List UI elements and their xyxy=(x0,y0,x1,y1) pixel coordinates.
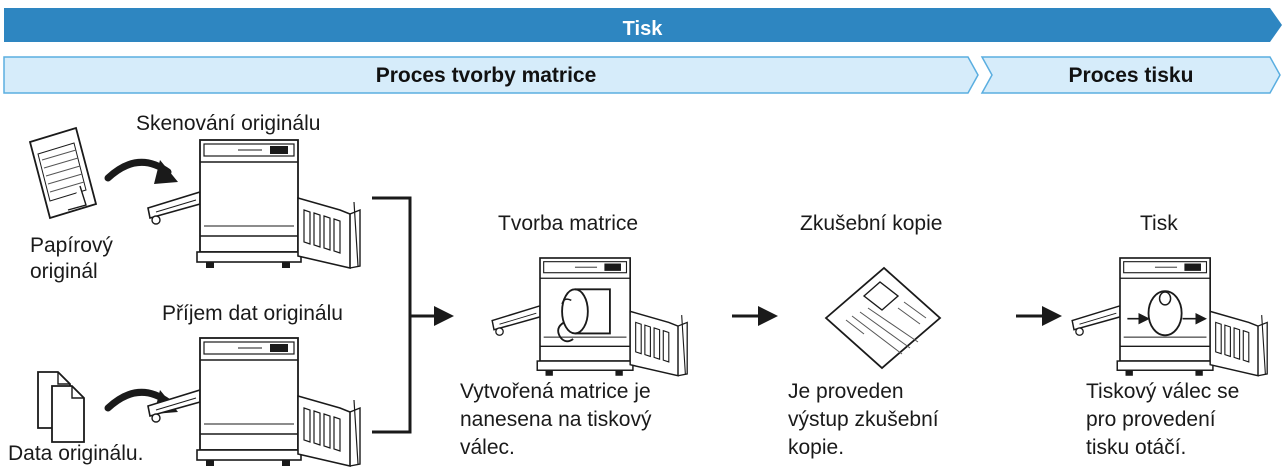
title-banner-shape xyxy=(4,8,1282,42)
scan-original-label: Skenování originálu xyxy=(136,112,321,135)
printer-icon xyxy=(147,337,361,467)
step-desc-printing-line3: tisku otáčí. xyxy=(1086,436,1187,459)
merge-bracket xyxy=(372,196,454,434)
step-desc-plate-making-line2: nanesena na tiskový xyxy=(460,408,652,431)
printer-icon xyxy=(1071,257,1269,377)
step-desc-plate-making-line1: Vytvořená matrice je xyxy=(460,380,651,403)
arrow-icon xyxy=(1016,306,1062,326)
trial-copy-icon xyxy=(824,266,942,370)
paper-original-label-line2: originál xyxy=(30,260,98,283)
step-desc-printing-line1: Tiskový válec se xyxy=(1086,380,1240,403)
title-banner xyxy=(3,8,1282,94)
printer-icon xyxy=(491,257,689,377)
stage-banner-right-shape xyxy=(980,56,1281,94)
step-desc-trial-copy-line3: kopie. xyxy=(788,436,845,459)
step-desc-printing-line2: pro provedení xyxy=(1086,408,1216,431)
step-desc-trial-copy-line1: Je proveden xyxy=(788,380,904,403)
printer-icon xyxy=(147,139,361,269)
step-desc-trial-copy-line2: výstup zkušební xyxy=(788,408,939,431)
title-banner-label: Tisk xyxy=(622,18,663,40)
data-files-icon xyxy=(37,371,85,443)
curved-arrow-icon xyxy=(104,158,178,184)
step-title-printing: Tisk xyxy=(1140,212,1178,235)
stage-label-printing: Proces tisku xyxy=(1068,64,1194,87)
step-title-trial-copy: Zkušební kopie xyxy=(800,212,943,235)
data-receive-label: Příjem dat originálu xyxy=(162,302,343,325)
stage-label-plate-making: Proces tvorby matrice xyxy=(375,64,597,87)
step-desc-plate-making-line3: válec. xyxy=(460,436,515,459)
data-original-label: Data originálu. xyxy=(8,442,144,465)
paper-original-icon xyxy=(28,126,98,220)
stage-banner-left-shape xyxy=(3,56,979,94)
arrow-icon xyxy=(732,306,778,326)
step-title-plate-making: Tvorba matrice xyxy=(498,212,639,235)
drum-icon xyxy=(557,288,611,343)
paper-original-label-line1: Papírový xyxy=(30,234,113,257)
drum-icon xyxy=(1127,290,1207,337)
